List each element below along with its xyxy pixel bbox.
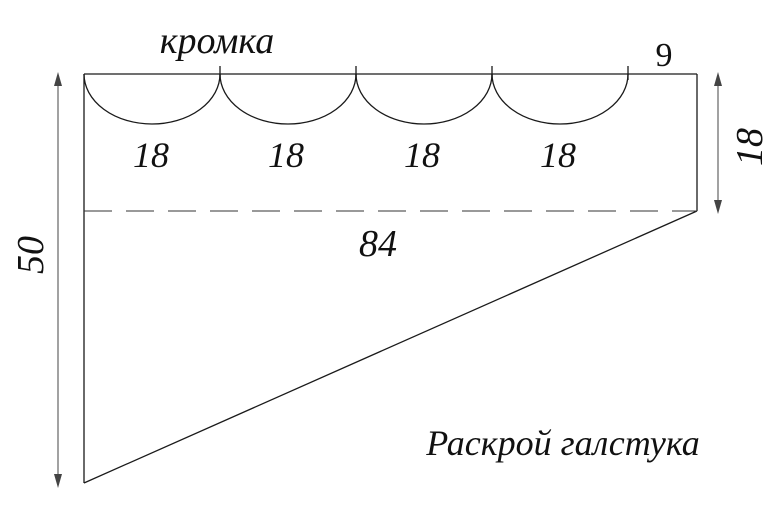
- scallop-arc-2: [219, 73, 357, 125]
- scallop-arcs: [83, 73, 629, 125]
- right-height-label: 18: [729, 128, 771, 166]
- diagonal-edge-line: [83, 210, 698, 484]
- right-height-dimension-arrow: [714, 72, 722, 214]
- height-dimension-arrow: [54, 72, 62, 488]
- arrow-down-head: [54, 474, 62, 488]
- scallop-width-label-4: 18: [540, 135, 576, 175]
- scallop-width-label-2: 18: [268, 135, 304, 175]
- total-width-label: 84: [359, 223, 397, 265]
- arrow-down-head: [714, 200, 722, 214]
- scallop-width-label-1: 18: [133, 135, 169, 175]
- selvage-label: кромка: [160, 20, 274, 62]
- scallop-arc-4: [491, 73, 629, 125]
- scallop-width-label-3: 18: [404, 135, 440, 175]
- scallop-arc-1: [83, 73, 221, 125]
- pattern-outline: [83, 73, 698, 484]
- arrow-up-head: [714, 72, 722, 86]
- arrow-up-head: [54, 72, 62, 86]
- corner-width-label: 9: [656, 37, 673, 74]
- scallop-arc-3: [355, 73, 493, 125]
- caption-title: Раскрой галстука: [425, 423, 700, 463]
- scallop-ticks: [219, 66, 629, 80]
- total-height-label: 50: [10, 236, 52, 274]
